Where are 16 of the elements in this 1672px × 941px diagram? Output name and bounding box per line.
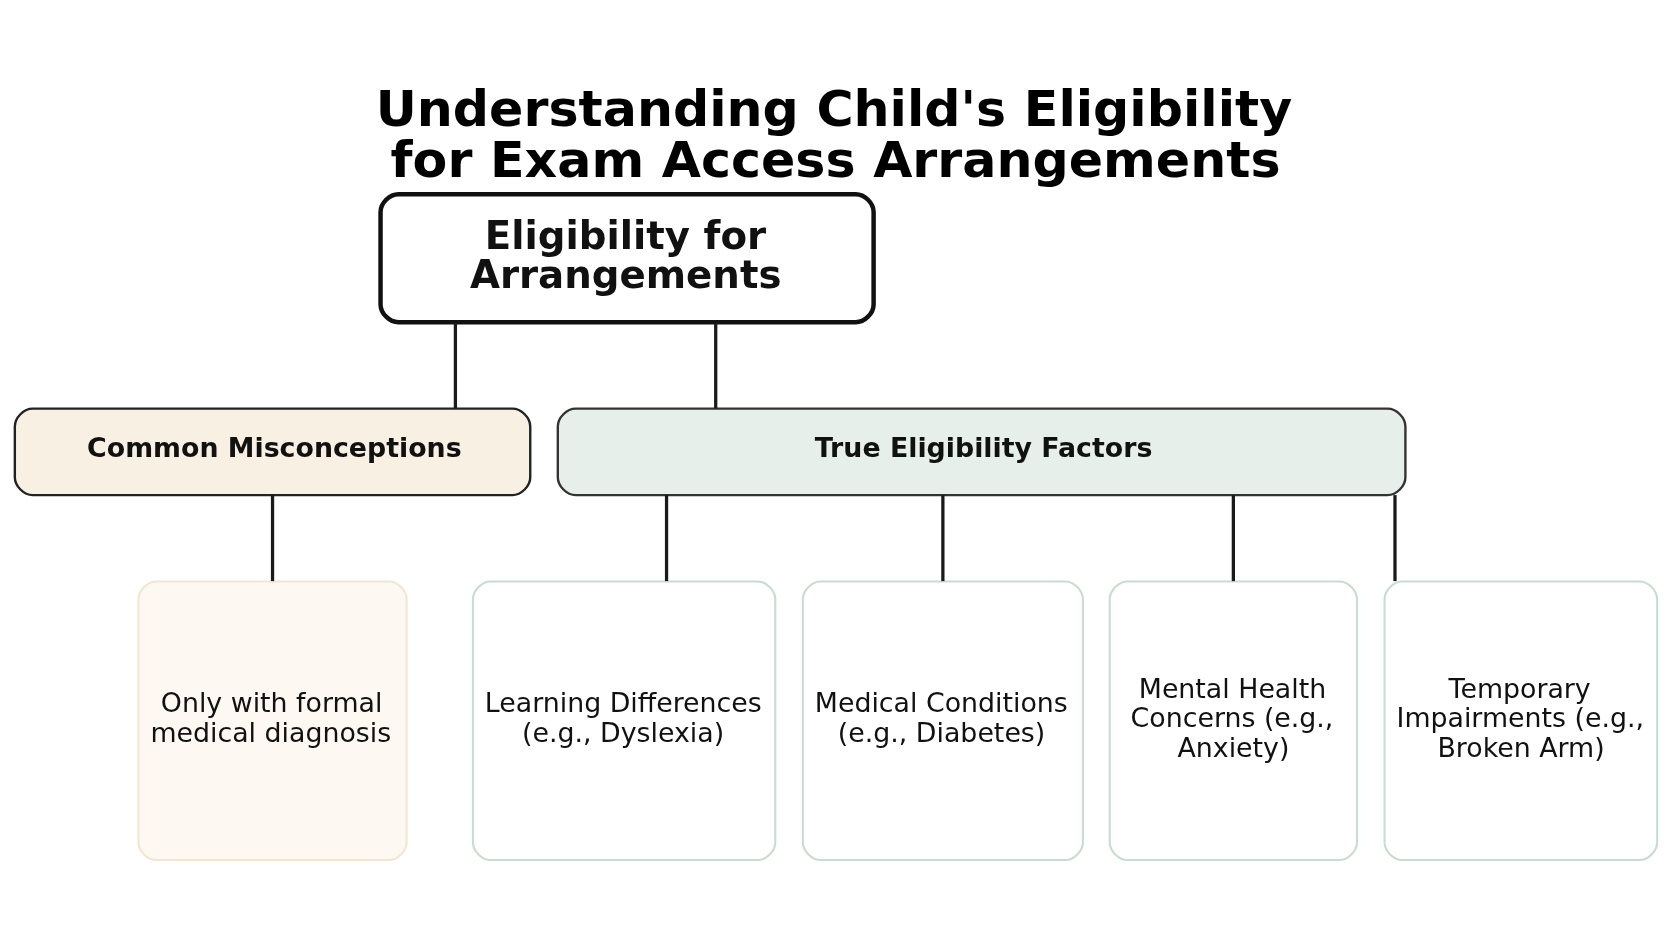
connector: [941, 495, 945, 582]
connector: [453, 322, 458, 409]
node-box: Temporary Impairments (e.g., Broken Arm): [1383, 580, 1659, 862]
connector: [270, 495, 275, 582]
connector: [664, 495, 669, 582]
connector: [1393, 495, 1397, 582]
node-box: Only with formal medical diagnosis: [137, 580, 408, 862]
node-box: Medical Conditions (e.g., Diabetes): [801, 580, 1084, 862]
node-box: Common Misconceptions: [13, 407, 532, 497]
node-box: Eligibility for Arrangements: [378, 191, 876, 325]
connector: [1231, 495, 1235, 582]
node-box: Mental Health Concerns (e.g., Anxiety): [1108, 580, 1359, 862]
diagram-title: Understanding Child's Eligibility for Exam Access Arrangements: [375, 78, 1293, 189]
node-box: True Eligibility Factors: [556, 407, 1407, 497]
connector: [714, 322, 718, 409]
node-box: Learning Differences (e.g., Dyslexia): [471, 580, 777, 862]
